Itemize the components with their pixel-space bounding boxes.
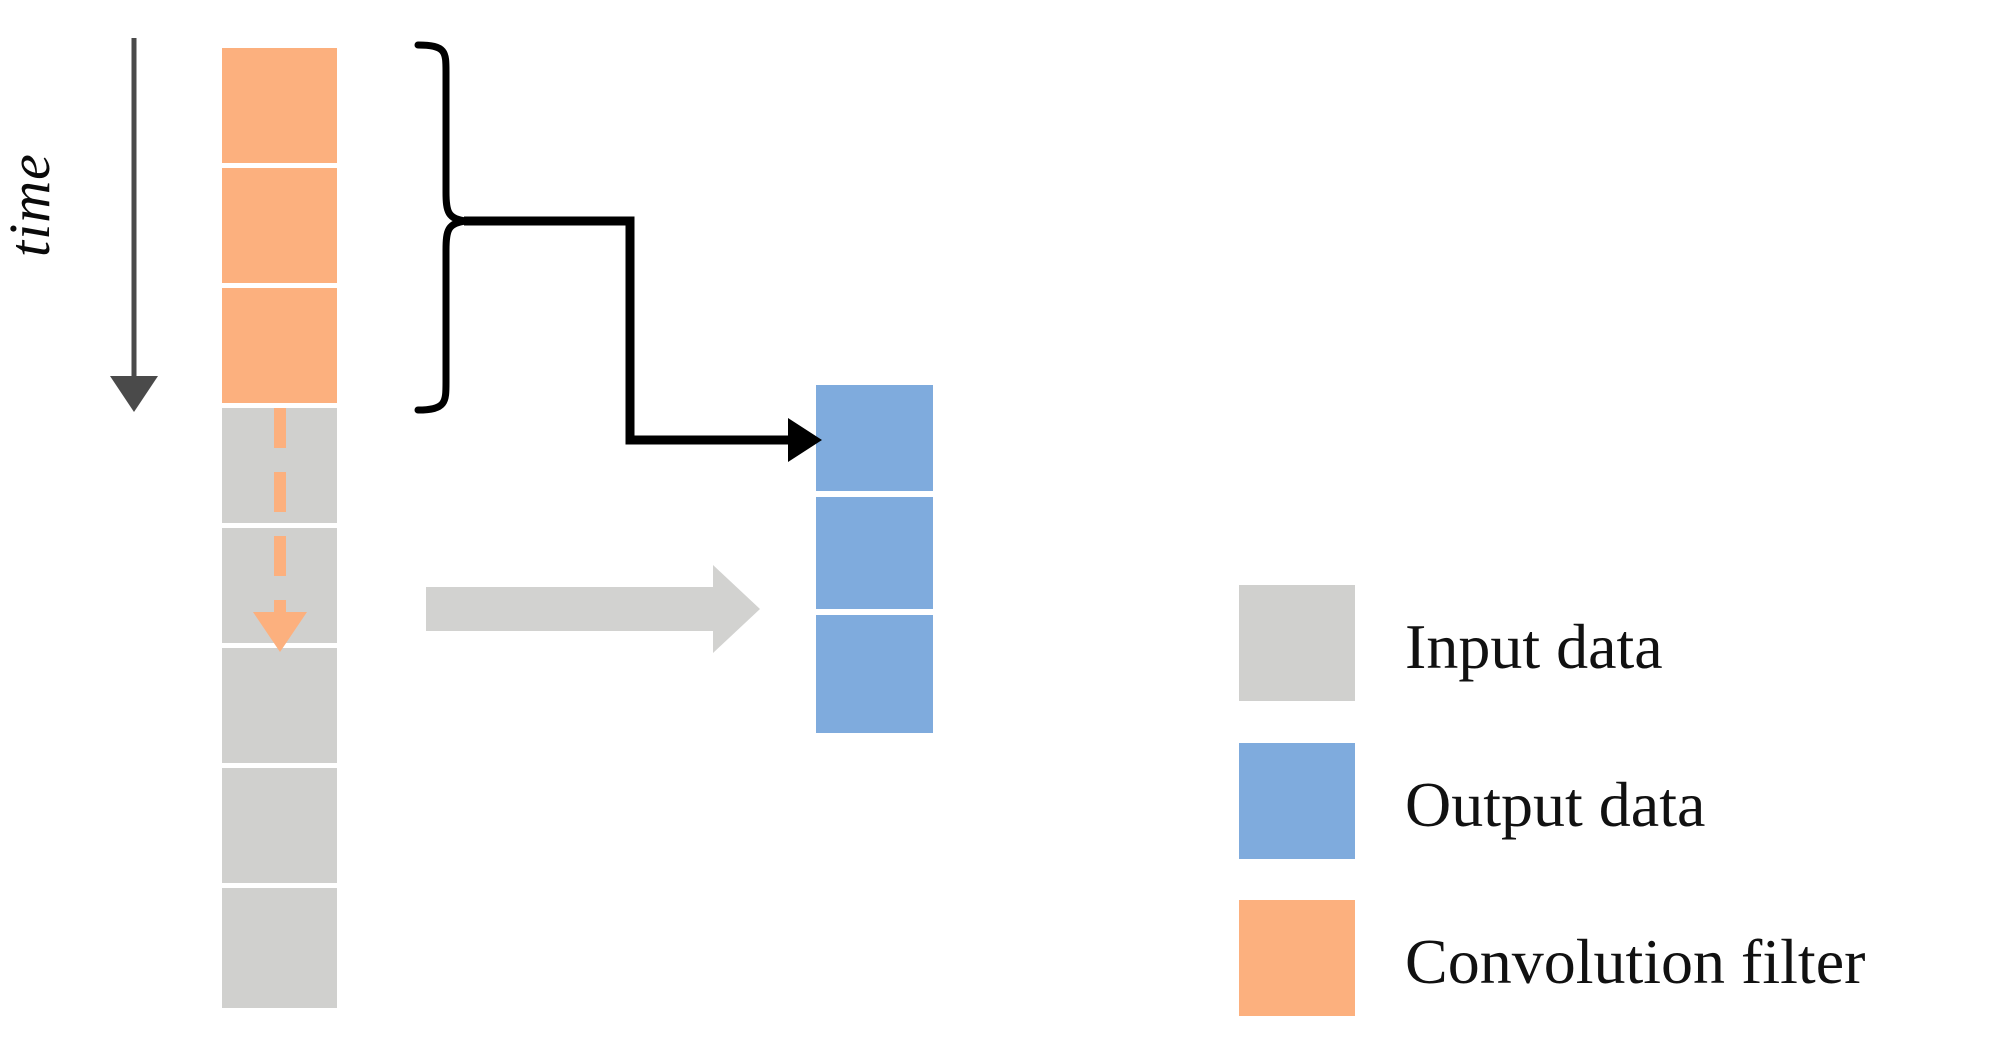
time-direction-arrow: [110, 38, 158, 412]
input-cell-6: [222, 768, 337, 883]
input-cell-0: [222, 48, 337, 163]
legend-label-output: Output data: [1405, 769, 1706, 840]
output-cell-0: [816, 385, 933, 491]
input-cell-5: [222, 648, 337, 763]
receptive-field-brace-icon: [414, 41, 467, 414]
output-cell-1: [816, 497, 933, 609]
legend-swatch-filter: [1239, 900, 1355, 1016]
legend-label-filter: Convolution filter: [1405, 926, 1866, 997]
output-cell-2: [816, 615, 933, 733]
input-cell-4: [222, 528, 337, 643]
legend-label-input: Input data: [1405, 611, 1663, 682]
input-to-output-block-arrow-icon: [426, 565, 760, 653]
filter-to-output-arrow-icon: [464, 216, 822, 462]
legend-swatch-input: [1239, 585, 1355, 701]
input-cell-2: [222, 288, 337, 403]
legend-swatch-output: [1239, 743, 1355, 859]
input-cell-3: [222, 408, 337, 523]
time-axis-label: time: [0, 153, 62, 257]
input-cell-1: [222, 168, 337, 283]
input-cell-7: [222, 888, 337, 1008]
